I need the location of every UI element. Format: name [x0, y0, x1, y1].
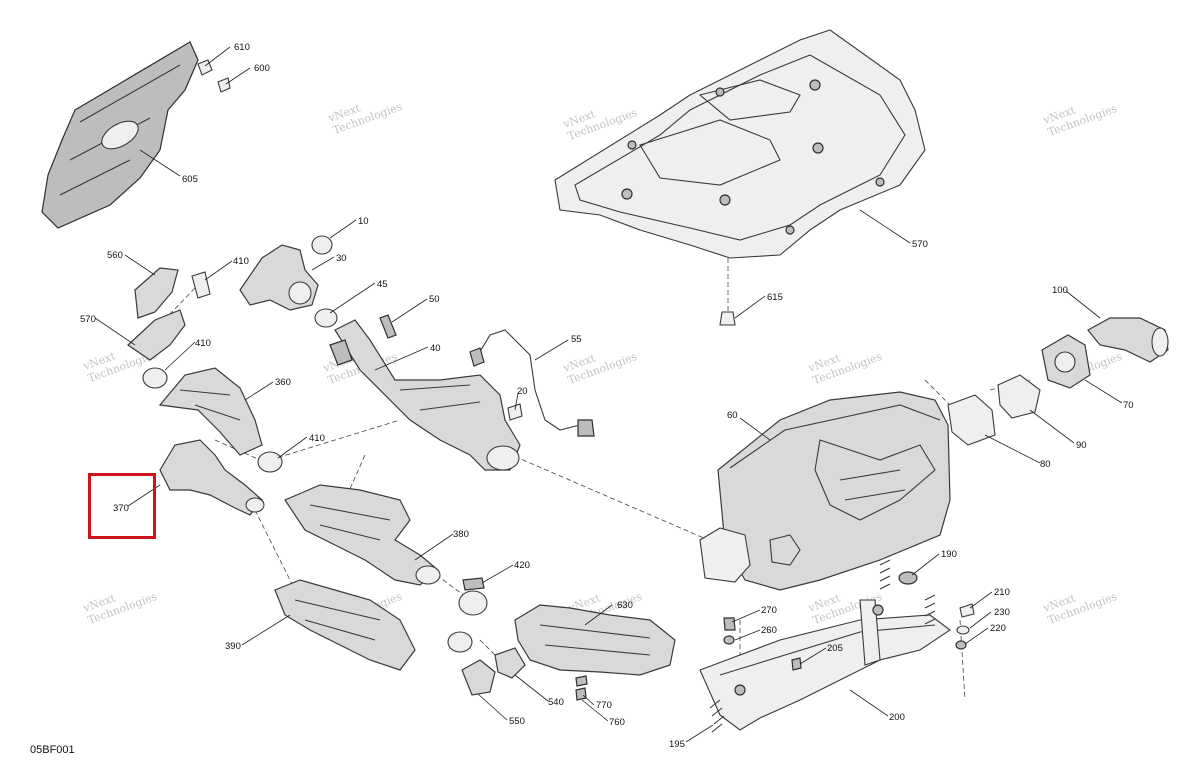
callout-20: 20	[517, 386, 528, 397]
part-370-pipe	[159, 439, 265, 516]
callout-30: 30	[336, 253, 347, 264]
highlight-box-370	[88, 473, 156, 539]
callout-605: 600	[254, 63, 270, 74]
part-40-front-pipe	[329, 319, 521, 471]
callout-380: 380	[453, 529, 469, 540]
callout-560: 560	[107, 250, 123, 261]
callout-420: 420	[514, 560, 530, 571]
part-30-flange	[239, 244, 319, 311]
part-630-bolt	[719, 311, 736, 326]
part-10-gasket	[311, 235, 333, 255]
part-20-clip	[507, 403, 523, 421]
part-200-bracket	[699, 599, 951, 731]
part-205-bolt	[791, 657, 802, 671]
part-80-sleeve	[947, 394, 996, 446]
callout-100: 100	[1052, 285, 1068, 296]
part-190-grommet	[898, 571, 918, 585]
callout-270: 270	[761, 605, 777, 616]
callout-10: 10	[358, 216, 369, 227]
part-420-clamp	[458, 577, 488, 616]
part-770-nut	[575, 675, 588, 687]
part-410-clamp-lower	[142, 367, 168, 389]
part-360-header	[158, 367, 263, 456]
springs	[879, 559, 936, 625]
part-55-oxygen-sensor	[469, 329, 595, 437]
part-50-stud	[379, 314, 397, 339]
callout-630: 615	[767, 292, 783, 303]
part-230-washer	[956, 625, 970, 635]
callout-610: 605	[182, 174, 198, 185]
part-410-clamp-mid	[257, 451, 283, 473]
callout-370: 370	[113, 503, 129, 514]
part-560-heat-shield	[134, 267, 179, 319]
part-605-bolt	[217, 77, 231, 93]
part-380-y-pipe	[284, 484, 441, 586]
part-60-muffler	[699, 391, 951, 591]
drawing-code: 05BF001	[30, 744, 75, 756]
part-540-heat-shield	[494, 647, 526, 679]
callout-45: 45	[377, 279, 388, 290]
part-550-heat-shield	[461, 659, 496, 696]
callout-260: 260	[761, 625, 777, 636]
callout-190: 190	[941, 549, 957, 560]
callout-70: 70	[1123, 400, 1134, 411]
callout-220: 220	[990, 623, 1006, 634]
part-410-clamp	[191, 271, 211, 299]
part-100-tail-tip	[1087, 317, 1169, 363]
part-760-bolt	[575, 687, 587, 701]
part-410-clamp-low	[447, 631, 473, 653]
callout-195: 195	[669, 739, 685, 750]
callout-210: 210	[994, 587, 1010, 598]
callout-750: 630	[617, 600, 633, 611]
callout-410: 410	[233, 256, 249, 267]
callout-550: 550	[509, 716, 525, 727]
callout-600: 570	[912, 239, 928, 250]
part-750-pipe-shield	[514, 604, 676, 676]
callout-390: 390	[225, 641, 241, 652]
part-260-nut	[723, 635, 735, 645]
callout-760: 760	[609, 717, 625, 728]
callout-230: 230	[994, 607, 1010, 618]
callout-60: 60	[727, 410, 738, 421]
callout-770: 770	[596, 700, 612, 711]
callout-90: 90	[1076, 440, 1087, 451]
part-570-heat-shield	[127, 309, 186, 361]
callout-80: 80	[1040, 459, 1051, 470]
part-210-clip	[959, 603, 975, 618]
part-270-bolt	[723, 617, 736, 631]
callout-55: 55	[571, 334, 582, 345]
callout-50: 50	[429, 294, 440, 305]
callout-570: 570	[80, 314, 96, 325]
part-610-heat-shield	[41, 41, 199, 229]
part-600-skid-plate	[554, 29, 926, 259]
callout-205: 205	[827, 643, 843, 654]
part-195-spring	[709, 699, 725, 733]
part-70-end-cap	[1041, 334, 1091, 389]
part-45-gasket	[314, 308, 338, 328]
callout-labels: 610 600 605 10 30 45 50 40 55 20 60 100 …	[80, 42, 1134, 750]
callout-40: 40	[430, 343, 441, 354]
part-90-gasket	[997, 374, 1041, 419]
callout-360: 360	[275, 377, 291, 388]
callout-540: 540	[548, 697, 564, 708]
part-390-heat-shield	[274, 579, 416, 671]
callout-410: 410	[309, 433, 325, 444]
callout-615: 610	[234, 42, 250, 53]
callout-410: 410	[195, 338, 211, 349]
callout-200: 200	[889, 712, 905, 723]
leader-lines	[94, 46, 1123, 743]
part-220-nut	[955, 640, 967, 650]
